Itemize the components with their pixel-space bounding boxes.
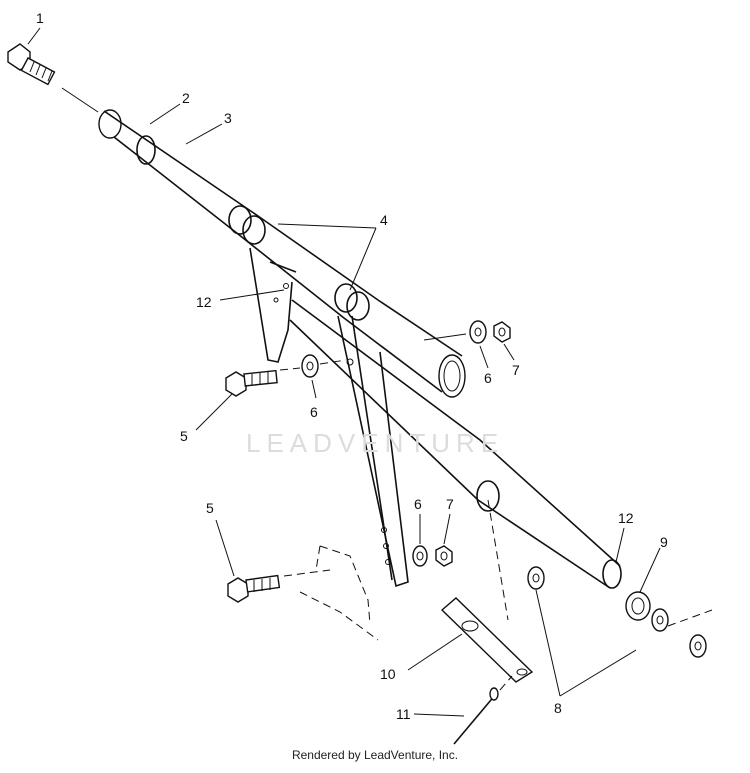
- washers-part-8: [527, 566, 713, 658]
- footer-credit: Rendered by LeadVenture, Inc.: [291, 748, 459, 762]
- lower-tube: [289, 299, 651, 621]
- callout-label: 10: [380, 666, 396, 682]
- callout-label: 12: [196, 294, 212, 310]
- hitch-plate-part-10: [440, 499, 534, 683]
- handle-tube: [98, 109, 466, 398]
- washer-nut-upper: [423, 320, 511, 344]
- callout-label: 7: [446, 496, 454, 512]
- callout-label: 5: [180, 428, 188, 444]
- washer-nut-middle: [412, 545, 453, 567]
- callout-label: 3: [224, 110, 232, 126]
- center-strap: [337, 315, 409, 588]
- bolt-part-5-upper: [225, 354, 347, 397]
- callout-label: 8: [554, 700, 562, 716]
- callout-label: 9: [660, 534, 668, 550]
- callout-label: 6: [414, 496, 422, 512]
- callout-label: 12: [618, 510, 634, 526]
- bolt-part-5-lower: [227, 545, 379, 641]
- callout-label: 6: [310, 404, 318, 420]
- callout-label: 4: [380, 212, 388, 228]
- callout-label: 5: [206, 500, 214, 516]
- callout-label: 2: [182, 90, 190, 106]
- callout-label: 11: [396, 706, 411, 722]
- bolt-part-1: [7, 43, 99, 113]
- callout-label: 1: [36, 10, 44, 26]
- callout-label: 6: [484, 370, 492, 386]
- callout-label: 7: [512, 362, 520, 378]
- left-bracket: [249, 247, 297, 363]
- leader-lines: [27, 27, 661, 717]
- watermark: LEADVENTURE: [246, 428, 505, 458]
- pin-part-11: [453, 675, 513, 745]
